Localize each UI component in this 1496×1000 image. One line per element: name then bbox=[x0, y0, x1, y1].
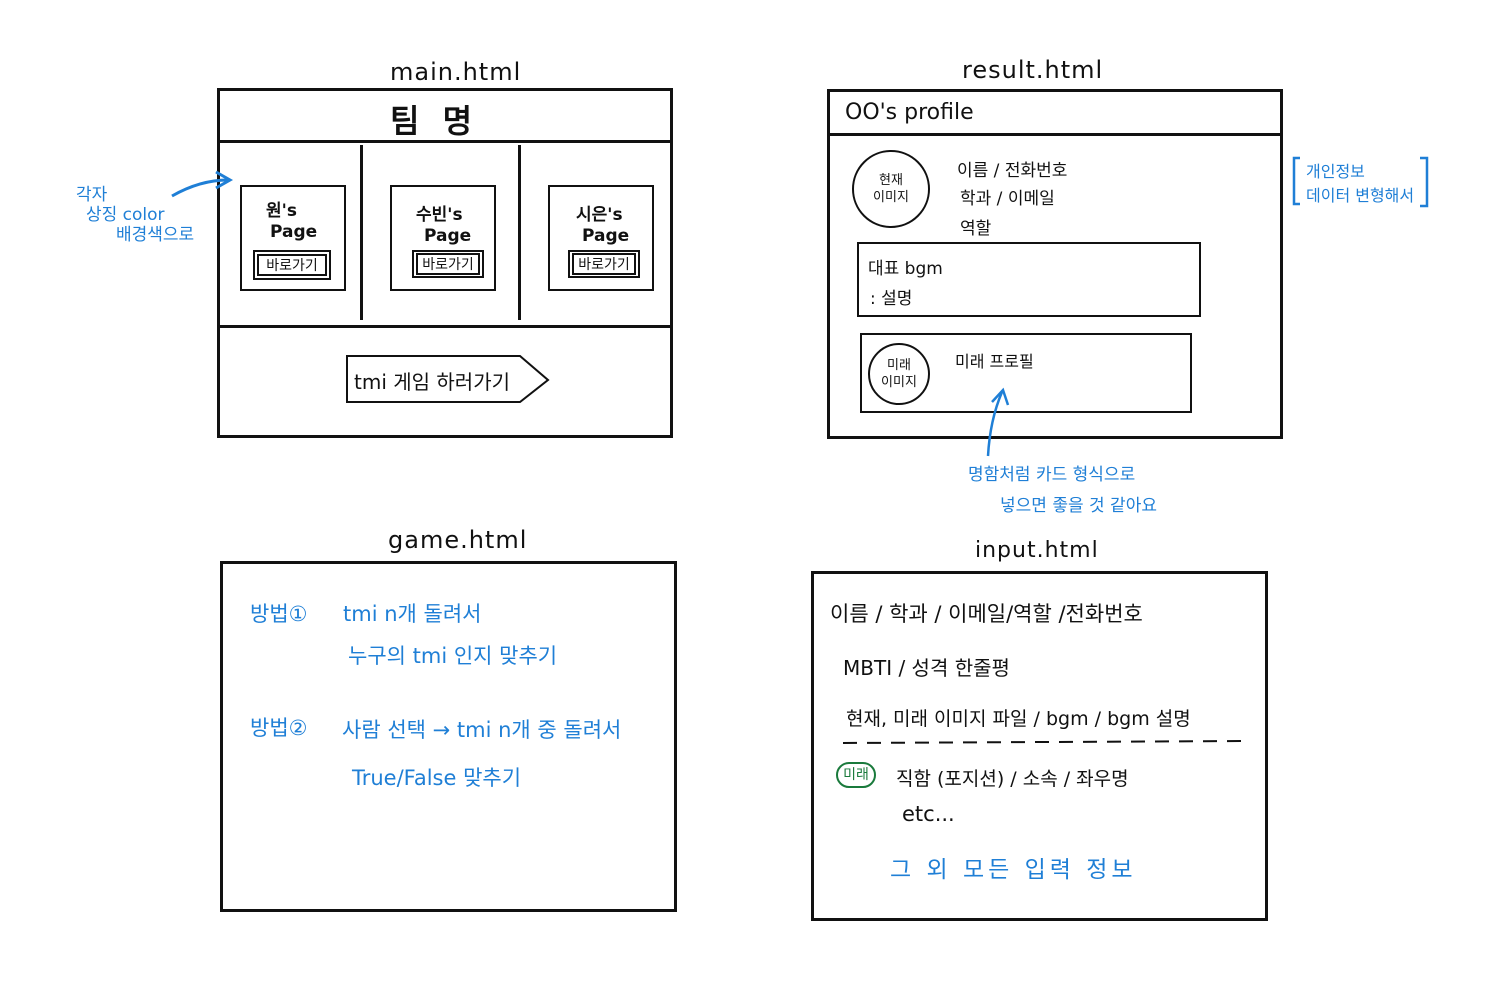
side-note-line: 개인정보 bbox=[1306, 162, 1365, 181]
shortcut-button[interactable]: 바로가기 bbox=[257, 254, 327, 276]
member-name: 원's bbox=[266, 201, 297, 221]
member-page-label: Page bbox=[582, 226, 630, 246]
member-page-label: Page bbox=[270, 222, 318, 242]
result-header-divider bbox=[827, 133, 1283, 136]
annotation-line: 각자 bbox=[76, 185, 108, 205]
future-badge: 미래 bbox=[836, 762, 876, 788]
info-line: 학과 / 이메일 bbox=[960, 189, 1055, 209]
main-col-divider-1 bbox=[360, 145, 363, 320]
team-title: 팀 명 bbox=[390, 102, 479, 140]
member-page-label: Page bbox=[424, 226, 472, 246]
shortcut-button-frame bbox=[412, 250, 484, 278]
future-image-placeholder: 미래 이미지 bbox=[868, 343, 930, 405]
shortcut-button-frame bbox=[253, 250, 331, 280]
input-field-line: 이름 / 학과 / 이메일/역할 /전화번호 bbox=[830, 602, 1143, 626]
input-caption: input.html bbox=[975, 538, 1099, 563]
member-card[interactable] bbox=[548, 185, 654, 291]
current-image-placeholder: 현재 이미지 bbox=[852, 150, 930, 228]
member-name: 시은's bbox=[576, 205, 623, 225]
bgm-title: 대표 bgm bbox=[868, 259, 943, 279]
method1-label: 방법① bbox=[250, 602, 308, 626]
shortcut-button[interactable]: 바로가기 bbox=[572, 253, 636, 275]
main-caption: main.html bbox=[390, 58, 522, 86]
input-field-line: MBTI / 성격 한줄평 bbox=[843, 656, 1010, 680]
annotation-line: 배경색으로 bbox=[116, 225, 195, 245]
main-body-divider bbox=[217, 325, 673, 328]
annotation-line: 상징 color bbox=[86, 205, 165, 225]
shortcut-button[interactable]: 바로가기 bbox=[416, 253, 480, 275]
method1-line: 누구의 tmi 인지 맞추기 bbox=[348, 644, 558, 668]
main-col-divider-2 bbox=[518, 145, 521, 320]
all-info-label: 그 외 모든 입력 정보 bbox=[890, 857, 1137, 883]
member-name: 수빈's bbox=[416, 205, 463, 225]
method2-line: 사람 선택 → tmi n개 중 돌려서 bbox=[342, 718, 622, 742]
method2-line: True/False 맞추기 bbox=[352, 766, 522, 790]
main-frame bbox=[217, 88, 673, 438]
shortcut-button-frame bbox=[568, 250, 640, 278]
tmi-game-button[interactable]: tmi 게임 하러가기 bbox=[354, 370, 510, 394]
bgm-box bbox=[857, 242, 1201, 317]
game-caption: game.html bbox=[388, 526, 528, 554]
card-note-line: 넣으면 좋을 것 같아요 bbox=[1000, 496, 1157, 516]
future-fields: 직함 (포지션) / 소속 / 좌우명 bbox=[896, 768, 1129, 790]
method1-line: tmi n개 돌려서 bbox=[343, 602, 482, 626]
info-line: 이름 / 전화번호 bbox=[957, 161, 1068, 181]
future-profile-card bbox=[860, 333, 1192, 413]
input-field-line: 현재, 미래 이미지 파일 / bgm / bgm 설명 bbox=[846, 708, 1191, 730]
side-note-line: 데이터 변형해서 bbox=[1306, 186, 1415, 205]
future-profile-label: 미래 프로필 bbox=[955, 352, 1034, 371]
profile-title: OO's profile bbox=[845, 100, 974, 125]
member-card[interactable] bbox=[240, 185, 346, 291]
main-header-divider bbox=[217, 140, 673, 143]
game-frame bbox=[220, 561, 677, 912]
method2-label: 방법② bbox=[250, 716, 308, 740]
card-note-line: 명함처럼 카드 형식으로 bbox=[968, 465, 1136, 485]
etc-label: etc... bbox=[902, 802, 955, 826]
input-frame bbox=[811, 571, 1268, 921]
bgm-description: : 설명 bbox=[870, 289, 913, 309]
info-line: 역할 bbox=[960, 219, 992, 239]
result-caption: result.html bbox=[962, 56, 1104, 84]
member-card[interactable] bbox=[390, 185, 496, 291]
